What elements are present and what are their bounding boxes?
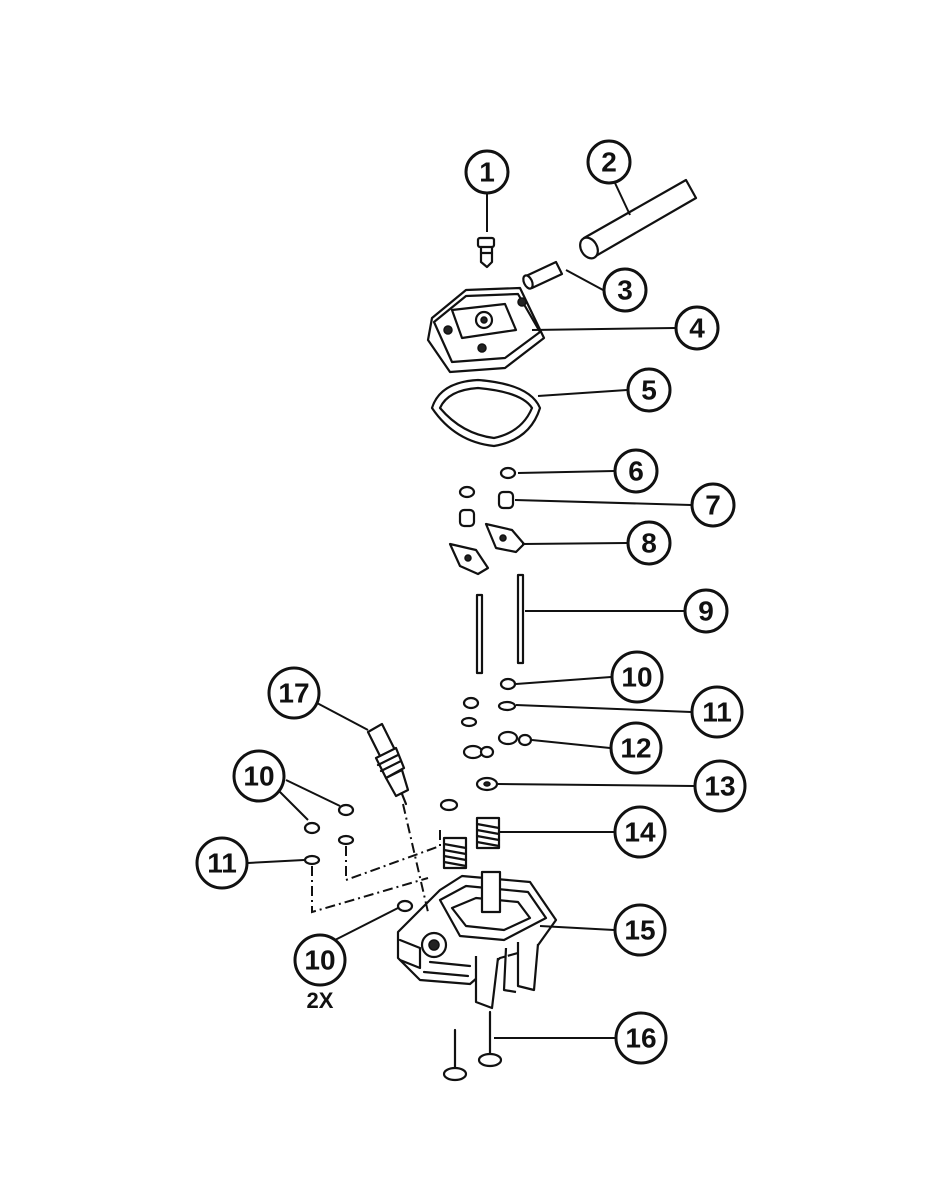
part-9-push-rods [475, 573, 525, 675]
callout-7: 7 [690, 482, 736, 528]
callout-11-left: 11 [195, 836, 249, 890]
svg-text:8: 8 [641, 528, 657, 559]
callout-11-right: 11 [690, 685, 744, 739]
part-3-fitting [522, 260, 564, 290]
svg-text:13: 13 [704, 771, 735, 802]
callout-10-right: 10 [610, 650, 664, 704]
callout-17: 17 [267, 666, 321, 720]
svg-text:4: 4 [689, 313, 705, 344]
part-15-cylinder-head [396, 870, 558, 1010]
svg-text:11: 11 [207, 848, 237, 879]
callout-8: 8 [626, 520, 672, 566]
callout-5: 5 [626, 367, 672, 413]
svg-text:17: 17 [278, 678, 309, 709]
callout-14: 14 [613, 805, 667, 859]
part-5-gasket [430, 378, 542, 448]
callout-10-bottom: 10 [293, 933, 347, 987]
part-10-caps [462, 677, 517, 710]
svg-text:1: 1 [479, 157, 495, 188]
assembly-lines [311, 803, 441, 914]
part-14-springs [439, 798, 501, 870]
callout-1: 1 [464, 149, 510, 195]
part-8-rocker-arms [448, 522, 526, 576]
callout-3: 3 [602, 267, 648, 313]
callout-6: 6 [613, 448, 659, 494]
callout-2: 2 [586, 139, 632, 185]
svg-text:14: 14 [624, 817, 656, 848]
part-16-valves [442, 1010, 503, 1082]
left-nuts-washers [303, 803, 414, 913]
svg-text:9: 9 [698, 596, 714, 627]
svg-text:11: 11 [702, 697, 732, 728]
svg-text:15: 15 [624, 915, 655, 946]
part-1-screw [476, 236, 496, 269]
part-12-retainers [462, 730, 533, 760]
svg-text:10: 10 [621, 662, 652, 693]
callout-9: 9 [683, 588, 729, 634]
part-2-tube [579, 178, 698, 260]
quantity-note: 2X [307, 988, 334, 1013]
svg-text:10: 10 [304, 945, 335, 976]
callout-16: 16 [614, 1011, 668, 1065]
callout-13: 13 [693, 759, 747, 813]
svg-text:10: 10 [243, 761, 274, 792]
part-11-washers [460, 700, 517, 728]
callout-12: 12 [609, 721, 663, 775]
svg-text:2: 2 [601, 147, 617, 178]
part-17-spark-plug [366, 722, 410, 806]
svg-text:12: 12 [620, 733, 651, 764]
svg-text:6: 6 [628, 456, 644, 487]
svg-text:5: 5 [641, 375, 657, 406]
svg-text:3: 3 [617, 275, 633, 306]
part-13-seal [475, 776, 499, 792]
part-6-nuts [458, 466, 517, 499]
callout-10-left: 10 [232, 749, 286, 803]
part-4-valve-cover [426, 286, 546, 374]
leader-lines [247, 182, 695, 1039]
callout-15: 15 [613, 903, 667, 957]
svg-text:7: 7 [705, 490, 721, 521]
part-7-spacers [458, 490, 515, 528]
callout-4: 4 [674, 305, 720, 351]
svg-text:16: 16 [625, 1023, 656, 1054]
